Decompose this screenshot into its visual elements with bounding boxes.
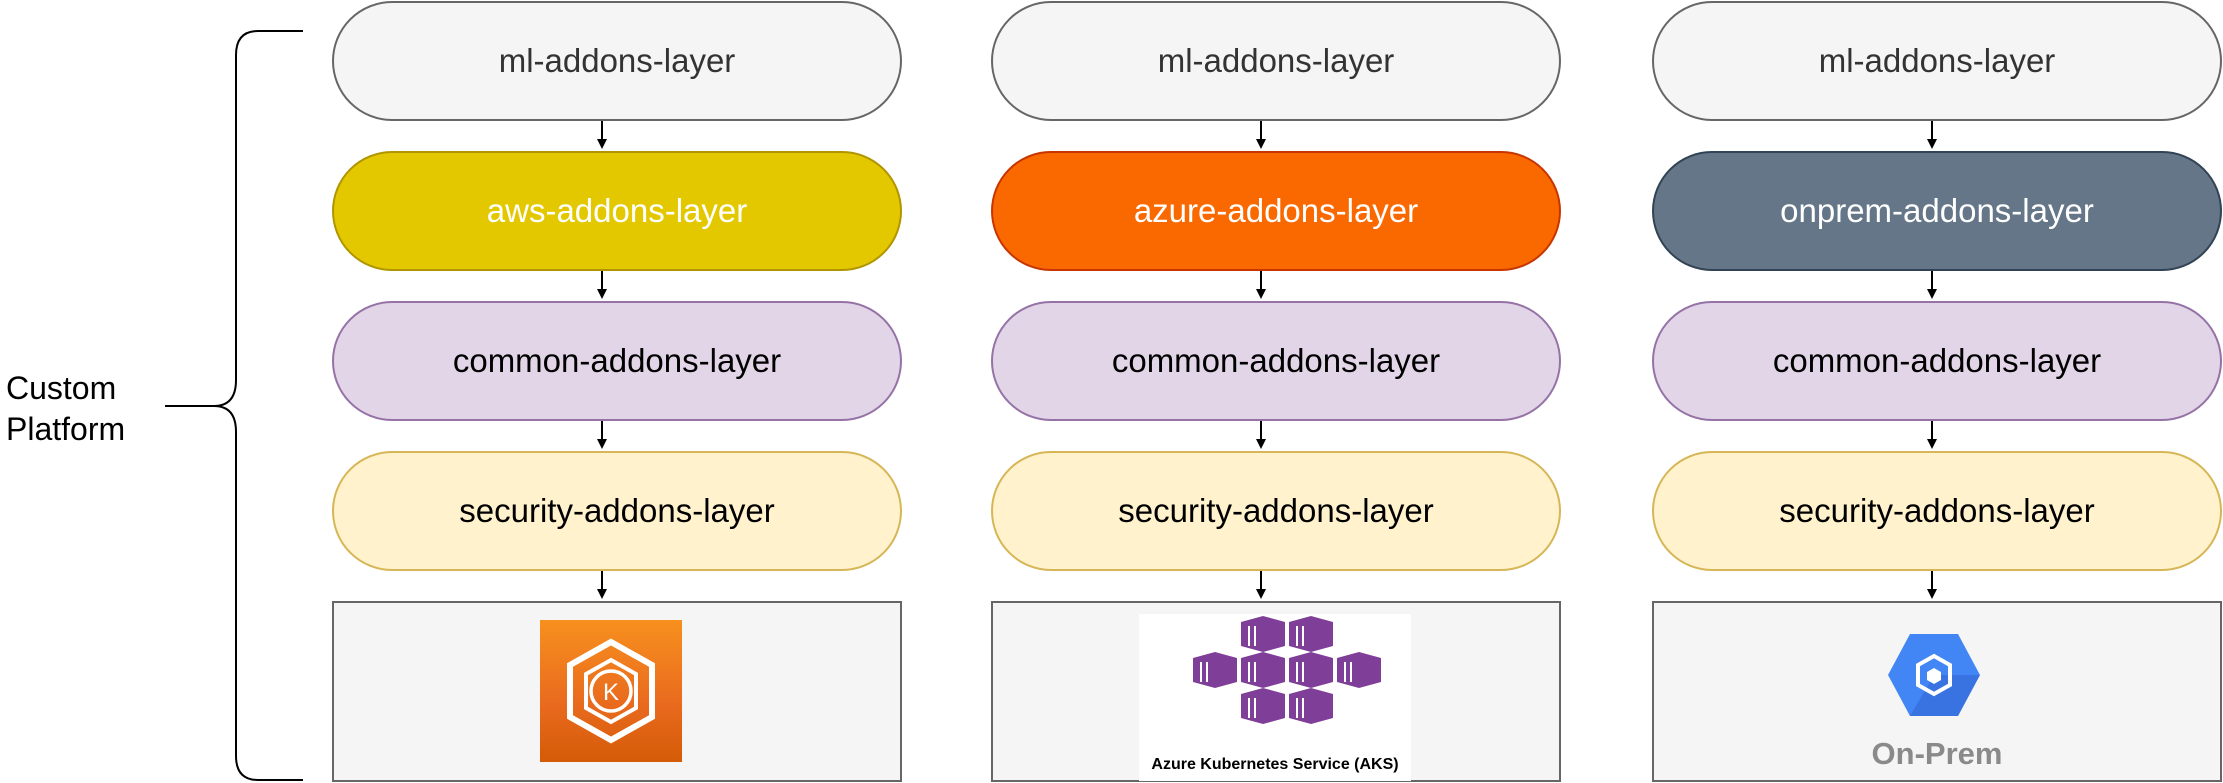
common-addons-layer-azure[interactable]: common-addons-layer <box>991 301 1561 421</box>
svg-text:K: K <box>603 679 619 706</box>
aks-cubes-icon <box>1139 614 1411 781</box>
ml-addons-layer-azure[interactable]: ml-addons-layer <box>991 1 1561 121</box>
common-addons-layer-onprem[interactable]: common-addons-layer <box>1652 301 2222 421</box>
side-label-line1: Custom <box>6 370 117 406</box>
azure-addons-layer[interactable]: azure-addons-layer <box>991 151 1561 271</box>
security-addons-layer-onprem[interactable]: security-addons-layer <box>1652 451 2222 571</box>
side-label-line2: Platform <box>6 411 126 447</box>
aws-addons-layer[interactable]: aws-addons-layer <box>332 151 902 271</box>
ml-addons-layer-onprem[interactable]: ml-addons-layer <box>1652 1 2222 121</box>
security-addons-layer-aws[interactable]: security-addons-layer <box>332 451 902 571</box>
common-addons-layer-aws[interactable]: common-addons-layer <box>332 301 902 421</box>
onprem-addons-layer[interactable]: onprem-addons-layer <box>1652 151 2222 271</box>
onprem-caption: On-Prem <box>1871 736 2003 771</box>
custom-platform-label: Custom Platform <box>6 368 125 450</box>
curly-brace <box>165 30 303 781</box>
aks-caption: Azure Kubernetes Service (AKS) <box>1151 756 1399 773</box>
ml-addons-layer-aws[interactable]: ml-addons-layer <box>332 1 902 121</box>
eks-kubernetes-icon: K <box>540 620 682 762</box>
kubernetes-engine-hex-icon <box>1888 634 1980 716</box>
security-addons-layer-azure[interactable]: security-addons-layer <box>991 451 1561 571</box>
